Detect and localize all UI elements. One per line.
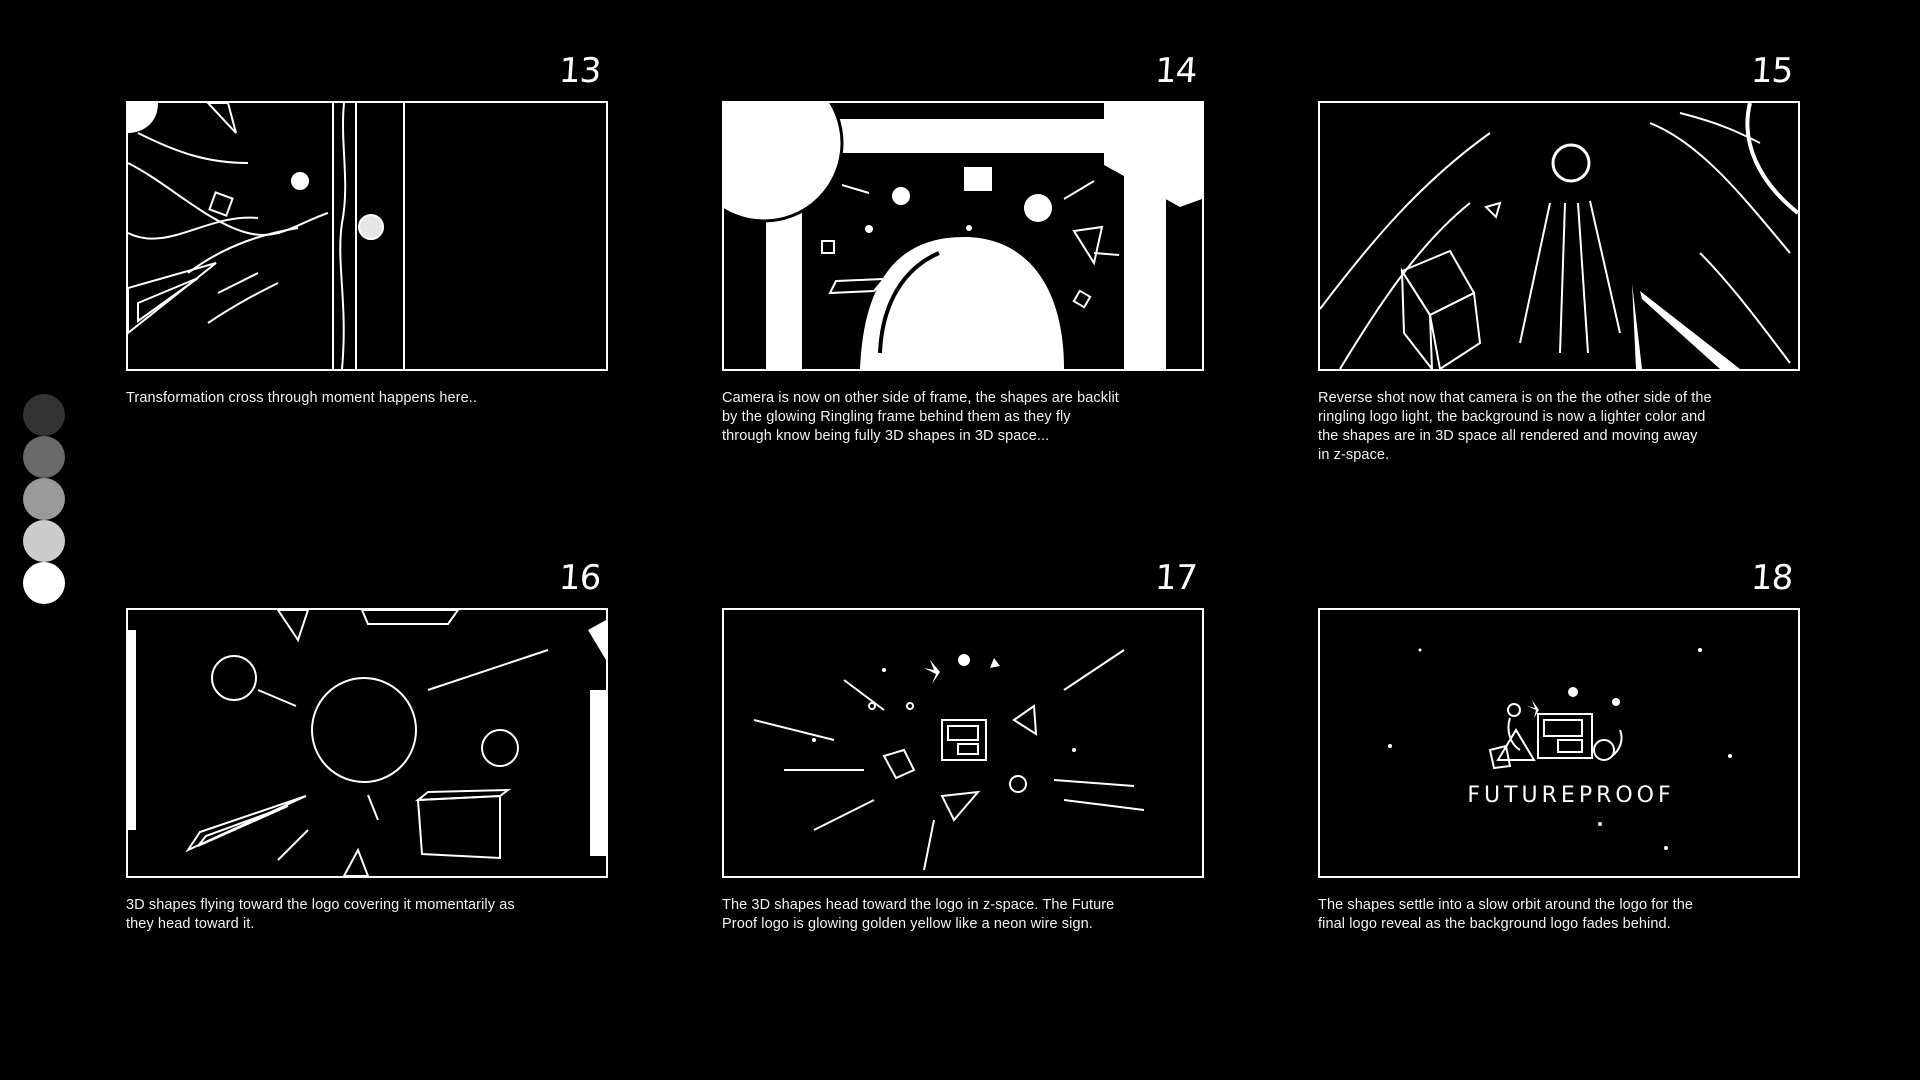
panel-caption: Camera is now on other side of frame, th… bbox=[722, 390, 1119, 444]
panel-frame bbox=[722, 608, 1204, 878]
panel-caption: The 3D shapes head toward the logo in z-… bbox=[722, 897, 1115, 932]
panel-number: 17 bbox=[1153, 558, 1198, 598]
sketch-shapes-z-space bbox=[753, 649, 1145, 871]
futureproof-logo-text: FUTUREPROOF bbox=[1467, 783, 1674, 808]
storyboard-panel-14: 14 C bbox=[722, 51, 1204, 446]
swatch-white bbox=[23, 562, 65, 604]
panel-frame bbox=[126, 101, 608, 371]
panel-frame bbox=[722, 101, 1204, 371]
sketch-transformation-cross bbox=[128, 103, 405, 369]
panel-number: 16 bbox=[557, 558, 602, 598]
storyboard-panel-18: 18 bbox=[1318, 558, 1800, 934]
swatch-mid-dark-grey bbox=[23, 436, 65, 478]
panel-frame bbox=[1318, 101, 1800, 371]
panel-frame: FUTUREPROOF bbox=[1318, 608, 1800, 878]
panel-caption: Transformation cross through moment happ… bbox=[126, 390, 478, 406]
sketch-final-logo-reveal: FUTUREPROOF bbox=[1388, 648, 1732, 850]
panel-caption: The shapes settle into a slow orbit arou… bbox=[1318, 897, 1694, 932]
storyboard-panel-15: 15 bbox=[1318, 51, 1800, 465]
sketch-backlit-shapes bbox=[724, 103, 1202, 369]
storyboard-panel-17: 17 bbox=[722, 558, 1204, 934]
swatch-light-grey bbox=[23, 520, 65, 562]
color-swatch-column bbox=[23, 394, 65, 604]
panel-caption: 3D shapes flying toward the logo coverin… bbox=[126, 897, 515, 932]
swatch-dark-grey bbox=[23, 394, 65, 436]
panel-caption: Reverse shot now that camera is on the t… bbox=[1318, 390, 1712, 463]
panel-number: 15 bbox=[1749, 51, 1794, 91]
panel-number: 18 bbox=[1749, 558, 1794, 598]
panel-frame bbox=[126, 608, 608, 878]
sketch-shapes-toward-logo bbox=[128, 610, 606, 876]
panel-number: 13 bbox=[557, 51, 602, 91]
storyboard-panel-16: 16 bbox=[126, 558, 608, 934]
storyboard-panel-13: 13 Transformation cro bbox=[126, 51, 608, 408]
sketch-reverse-shot bbox=[1320, 103, 1798, 369]
panel-number: 14 bbox=[1153, 51, 1198, 91]
swatch-mid-grey bbox=[23, 478, 65, 520]
